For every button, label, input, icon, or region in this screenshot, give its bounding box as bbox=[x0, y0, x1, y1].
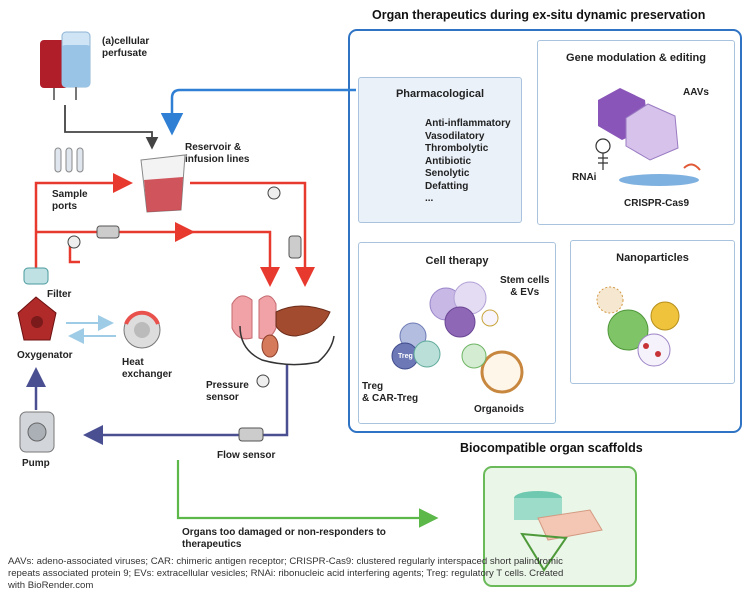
cell-therapy-panel: Cell therapy bbox=[358, 242, 556, 424]
sample-ports-label: Sample ports bbox=[52, 189, 88, 212]
heat-exchanger-icon bbox=[123, 310, 161, 349]
aavs-label: AAVs bbox=[683, 87, 709, 98]
stem-cell-icon bbox=[429, 281, 499, 338]
cell-therapy-title: Cell therapy bbox=[425, 255, 489, 267]
agent-item: Anti-inflammatory bbox=[425, 118, 511, 129]
agent-item: Vasodilatory bbox=[425, 130, 485, 142]
agent-item: ... bbox=[425, 193, 434, 204]
agent-item: Antibiotic bbox=[425, 155, 472, 167]
agent-item: Senolytic bbox=[425, 168, 470, 179]
oxygenator-icon bbox=[17, 296, 57, 341]
pharmacological-title: Pharmacological bbox=[395, 88, 485, 100]
scaffolds-title: Biocompatible organ scaffolds bbox=[460, 441, 643, 455]
gene-title: Gene modulation & editing bbox=[566, 52, 706, 64]
rnai-label: RNAi bbox=[572, 172, 597, 183]
aav-icon bbox=[598, 88, 679, 161]
nanoparticles-title: Nanoparticles bbox=[616, 252, 689, 264]
flow-sensor-label: Flow sensor bbox=[217, 450, 276, 461]
nanoparticles-panel: Nanoparticles bbox=[570, 240, 735, 384]
therapeutics-arrow bbox=[160, 88, 356, 136]
crispr-label: CRISPR-Cas9 bbox=[624, 198, 690, 209]
crispr-icon bbox=[619, 163, 701, 186]
reservoir-label: Reservoir & infusion lines bbox=[185, 142, 250, 165]
heat-exchanger-label: Heat exchanger bbox=[122, 357, 173, 380]
main-title: Organ therapeutics during ex-situ dynami… bbox=[372, 8, 706, 22]
filter-label: Filter bbox=[47, 289, 72, 300]
reservoir-icon bbox=[140, 154, 186, 213]
perfusate-line bbox=[64, 105, 159, 150]
therapeutics-box bbox=[348, 29, 742, 433]
pressure-sensor-label: Pressure sensor bbox=[206, 380, 249, 403]
footer-caption: AAVs: adeno-associated viruses; CAR: chi… bbox=[8, 556, 564, 591]
venous-lines bbox=[26, 365, 289, 445]
flow-probe-icon bbox=[96, 225, 302, 442]
nanoparticle-icon bbox=[596, 286, 680, 367]
rnai-icon bbox=[595, 138, 611, 170]
damaged-note: Organs too damaged or non-responders to … bbox=[182, 527, 386, 550]
gene-panel: Gene modulation & editing bbox=[537, 40, 735, 225]
treg-label: Treg & CAR-Treg bbox=[362, 381, 419, 404]
heat-exchange-arrows bbox=[66, 315, 116, 344]
scaffold-icon bbox=[514, 491, 603, 572]
pharmacological-panel: Pharmacological Anti-inflammatory Vasodi… bbox=[358, 77, 522, 223]
treg-badge: Treg bbox=[398, 353, 413, 360]
perfusate-bag-icon bbox=[40, 31, 91, 100]
sample-tube-icon bbox=[54, 147, 84, 173]
organoids-label: Organoids bbox=[474, 404, 525, 415]
filter-icon bbox=[23, 267, 49, 285]
scaffold-arrow bbox=[176, 460, 439, 528]
agent-item: Thrombolytic bbox=[425, 143, 489, 154]
pressure-gauge-icon bbox=[67, 186, 281, 388]
perfusate-label: (a)cellular perfusate bbox=[102, 36, 150, 59]
pump-label: Pump bbox=[22, 458, 50, 469]
treg-icon bbox=[391, 322, 441, 370]
agent-list: Anti-inflammatory Vasodilatory Thromboly… bbox=[425, 118, 511, 206]
oxygenator-label: Oxygenator bbox=[17, 350, 73, 361]
agent-item: Defatting bbox=[425, 180, 469, 192]
organoid-icon bbox=[461, 343, 524, 394]
pump-icon bbox=[19, 411, 55, 453]
stem-cells-label: Stem cells & EVs bbox=[500, 275, 550, 298]
organ-icon bbox=[231, 295, 335, 366]
